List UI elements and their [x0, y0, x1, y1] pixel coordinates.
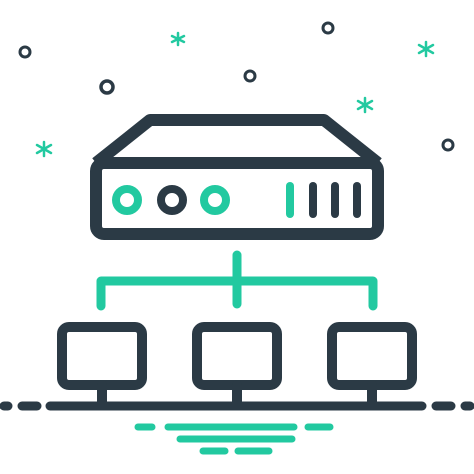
- status-light-icon: [112, 185, 142, 215]
- server-vents: [286, 182, 361, 218]
- status-light-icon: [157, 185, 187, 215]
- monitor-icon: [192, 322, 282, 408]
- server-top-bevel: [92, 114, 382, 168]
- sparkle-icon: [356, 96, 374, 114]
- monitors: [57, 322, 417, 408]
- connector-branch: [96, 276, 378, 311]
- sparkle-icon: [170, 31, 186, 47]
- decor-circle-icon: [18, 45, 32, 59]
- decor-circle-icon: [441, 138, 455, 152]
- sparkle-icon: [35, 140, 53, 158]
- server-lights: [112, 185, 230, 215]
- sparkle-icon: [417, 40, 435, 58]
- server-body: [90, 157, 384, 240]
- decoration-group: [18, 21, 455, 158]
- monitor-icon: [327, 322, 417, 408]
- accent-underlines: [134, 423, 334, 455]
- monitor-icon: [57, 322, 147, 408]
- status-light-icon: [200, 185, 230, 215]
- network-connector: [96, 250, 378, 311]
- decor-circle-icon: [321, 21, 335, 35]
- server-unit: [90, 114, 384, 240]
- decor-circle-icon: [243, 69, 257, 83]
- decor-circle-icon: [99, 79, 115, 95]
